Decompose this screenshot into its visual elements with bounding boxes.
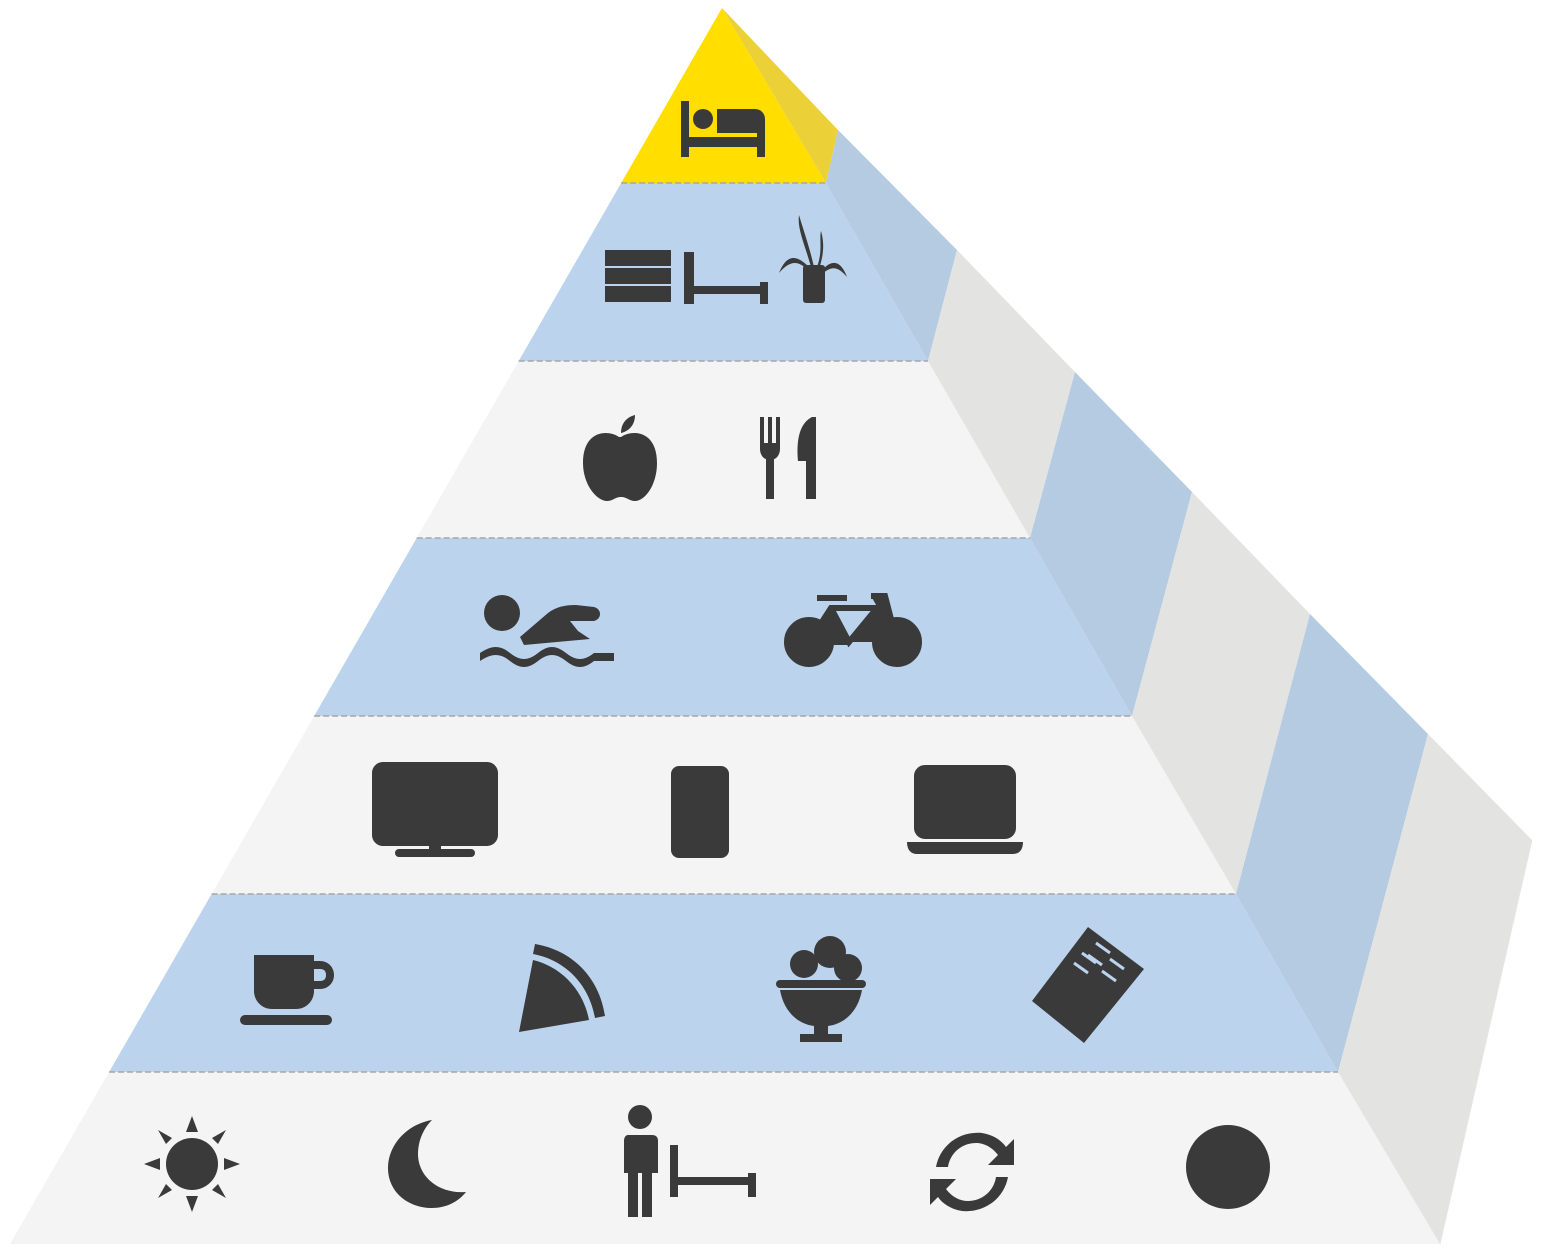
monitor-icon [372,762,498,857]
pyramid-faces [10,8,1532,1246]
tier-2-bedroom-front [518,183,928,361]
dresser-icon [605,250,671,302]
refresh-icon [930,1132,1014,1212]
side-bottom-edge [1440,840,1532,1246]
smartphone-icon [671,766,729,858]
bed-icon [684,252,768,304]
coffee-cup-icon [240,955,334,1025]
chocolate-bar-icon [1032,927,1144,1043]
laptop-icon [907,765,1023,854]
tier-7-routine-front [10,1072,1440,1244]
person-bed-icon [624,1105,756,1217]
tier-1-sleep-side [722,8,838,183]
tier-dividers [109,182,1338,1073]
tier-6-treats-side [1236,614,1428,1072]
tier-2-bedroom-side [826,130,957,361]
tier-4-exercise-front [314,538,1132,716]
sun-icon [144,1116,240,1212]
plant-icon [779,215,847,303]
tier-7-routine-side [1338,734,1532,1244]
tier-5-screens-side [1132,492,1310,894]
tier-3-food-side [928,250,1075,538]
clock-icon [1186,1125,1270,1209]
pizza-slice-icon [519,944,605,1032]
tier-3-food-front [416,361,1030,538]
fork-knife-icon [760,417,816,499]
swimmer-icon [480,595,614,667]
tier-icons [144,101,1270,1217]
apple-icon [583,415,657,501]
tier-4-exercise-side [1030,372,1192,716]
tier-6-treats-front [109,894,1338,1072]
tier-1-sleep-front [621,8,826,183]
ice-cream-bowl-icon [776,936,866,1042]
moon-icon [388,1120,466,1208]
bicycle-icon [784,593,922,667]
bed-with-person-icon [681,101,765,157]
